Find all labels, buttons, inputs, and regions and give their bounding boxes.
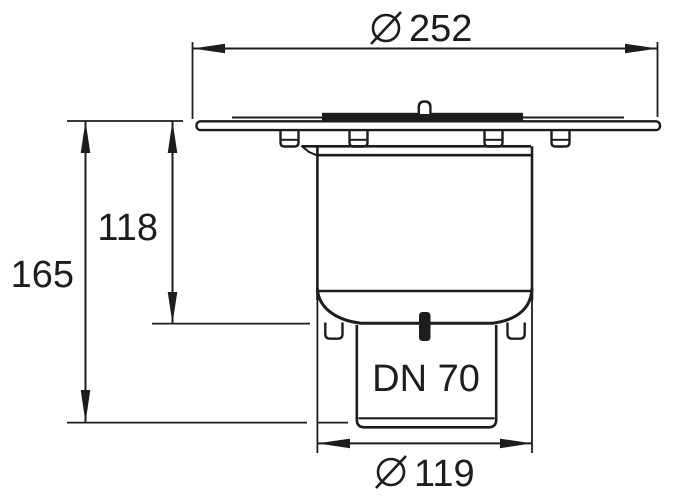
dim-top-diameter: 252 [191,8,659,119]
flange-clip-3 [483,130,504,148]
dim-inner-height: 118 [97,121,310,325]
outlet-clip-right [506,322,526,340]
clip-outline [348,130,369,148]
flange-seal-band [322,112,523,122]
diameter-icon [370,11,402,45]
dim-inner-height-value: 118 [97,207,158,249]
clip-outline [483,130,504,148]
dim-bottom-value: 119 [414,453,475,495]
arrowhead-right-icon [500,438,532,449]
drain-body [301,145,534,325]
flange-plate [195,120,662,132]
outlet-label: DN 70 [372,358,480,400]
collar-left-step [301,145,318,157]
outlet-marker-tab [419,312,431,341]
diameter-icon [375,455,407,489]
diameter-slash [375,455,407,489]
flange-center-tab [417,100,432,116]
outlet-socket [355,325,498,429]
diameter-circle [376,457,406,487]
bowl-bottom [315,287,534,325]
arrowhead-down-icon [80,390,91,423]
clip-outline [550,130,571,148]
arrowhead-down-icon [167,292,178,324]
arrowhead-left-icon [317,438,350,449]
dim-overall-height: 165 [11,120,348,424]
dim-overall-height-value: 165 [11,254,74,296]
diameter-slash [370,11,402,45]
diameter-circle [371,13,401,43]
dim-top-value: 252 [409,8,472,50]
arrowhead-right-icon [625,43,658,54]
dim-bottom-diameter: 119 [316,300,533,495]
outlet: DN 70 [324,312,526,429]
arrowhead-up-icon [167,121,178,153]
arrowhead-up-icon [80,121,91,153]
flange-clip-4 [550,130,571,148]
flange [195,100,662,148]
outlet-clip-left [324,322,344,340]
flange-clip-1 [279,130,300,148]
arrowhead-left-icon [192,43,225,54]
flange-clip-2 [348,130,369,148]
clip-outline [279,130,300,148]
